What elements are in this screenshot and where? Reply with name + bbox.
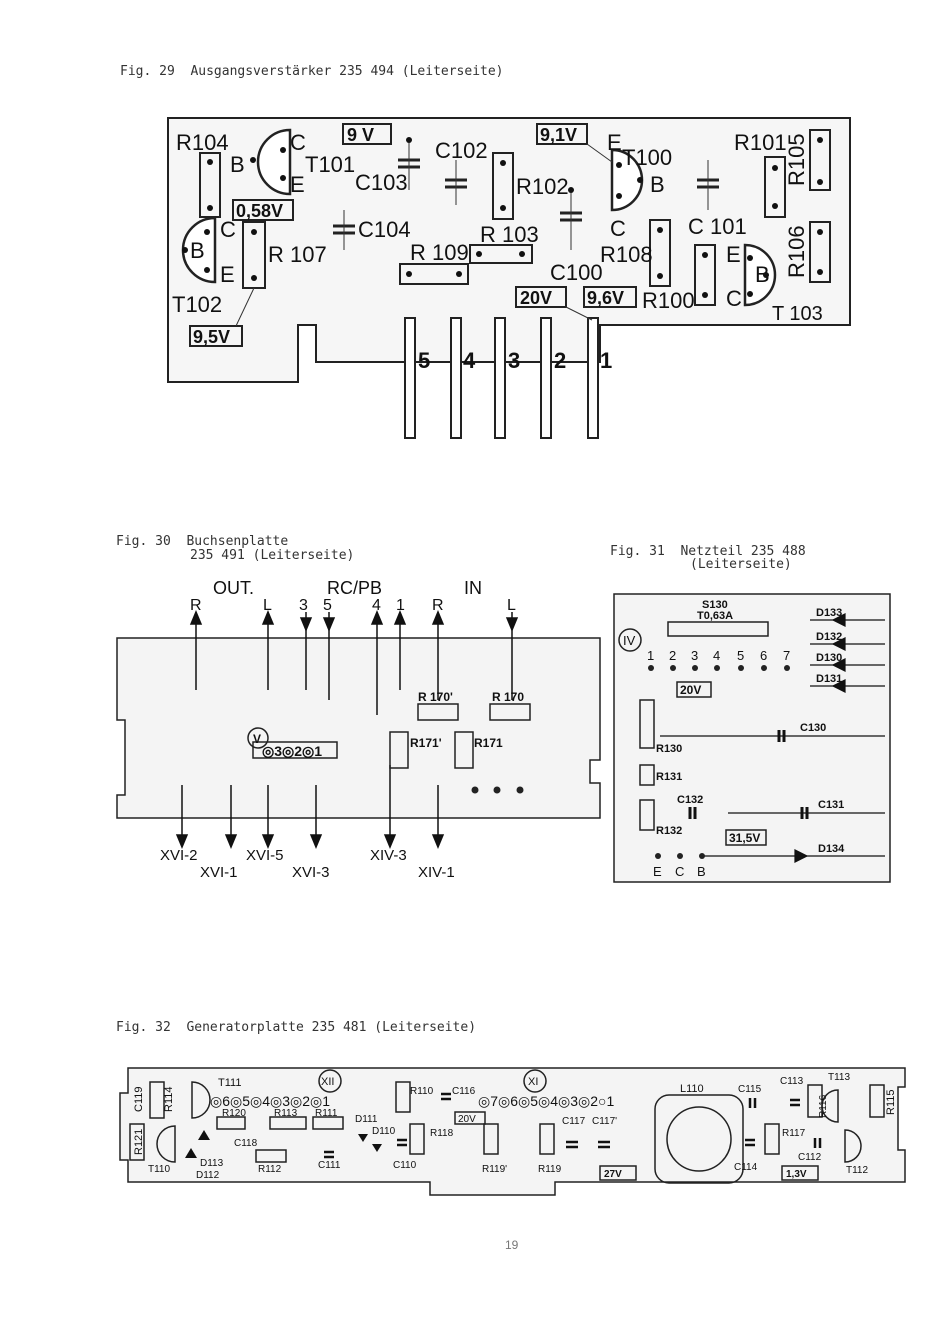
fig29-e-t101: E (290, 172, 305, 197)
fig29-v058: 0,58V (236, 201, 283, 221)
fig30-caption-1: Fig. 30 Buchsenplatte (116, 534, 289, 549)
fig29-r107: R 107 (268, 242, 327, 267)
fig29-e-t102: E (220, 262, 235, 287)
fig31-caption-2: (Leiterseite) (690, 557, 792, 572)
fig29-r105: R105 (784, 133, 809, 186)
fig29-c103: C103 (355, 170, 408, 195)
fig29-c-t102: C (220, 217, 236, 242)
fig29-t102: T102 (172, 292, 222, 317)
fig29-c101: C 101 (688, 214, 747, 239)
fig30-caption-2: 235 491 (Leiterseite) (190, 548, 355, 563)
fig29-r109: R 109 (410, 240, 469, 265)
fig29-c-t100: C (610, 216, 626, 241)
fig29-r101: R101 (734, 130, 787, 155)
fig29-pin-1: 1 (600, 348, 612, 373)
fig31-caption-1: Fig. 31 Netzteil 235 488 (610, 544, 806, 559)
fig29-pin-5: 5 (418, 348, 430, 373)
fig29-b-t101: B (230, 152, 245, 177)
fig29-c-t101: C (290, 130, 306, 155)
fig29-v96: 9,6V (587, 288, 624, 308)
fig29-pin-3: 3 (508, 348, 520, 373)
fig29-pin-4: 4 (463, 348, 476, 373)
fig29-b-t100: B (650, 172, 665, 197)
fig29-r108: R108 (600, 242, 653, 267)
fig32-caption: Fig. 32 Generatorplatte 235 481 (Leiters… (116, 1020, 477, 1035)
fig29-c-t103: C (726, 286, 742, 311)
fig29-r100: R100 (642, 288, 695, 313)
page-number: 19 (505, 1238, 519, 1252)
fig29-r104: R104 (176, 130, 229, 155)
fig29-e-t100: E (607, 130, 622, 155)
fig29-b-t103: B (755, 262, 770, 287)
fig29-r102: R102 (516, 174, 569, 199)
fig29-c100: C100 (550, 260, 603, 285)
fig29-t100: T100 (622, 145, 672, 170)
fig29-b-t102: B (190, 238, 205, 263)
fig29-v95: 9,5V (193, 327, 230, 347)
fig29-t101: T101 (305, 152, 355, 177)
fig29-t103: T 103 (772, 303, 823, 325)
fig29-caption: Fig. 29 Ausgangsverstärker 235 494 (Leit… (120, 64, 504, 79)
fig29-v91: 9,1V (540, 125, 577, 145)
fig29-c102: C102 (435, 138, 488, 163)
fig29-e-t103: E (726, 242, 741, 267)
fig29-c104: C104 (358, 217, 411, 242)
fig29-v9: 9 V (347, 125, 374, 145)
fig29-pin-2: 2 (554, 348, 566, 373)
fig29-r106: R106 (784, 225, 809, 278)
fig29-v20: 20V (520, 288, 552, 308)
fig29-r103: R 103 (480, 222, 539, 247)
